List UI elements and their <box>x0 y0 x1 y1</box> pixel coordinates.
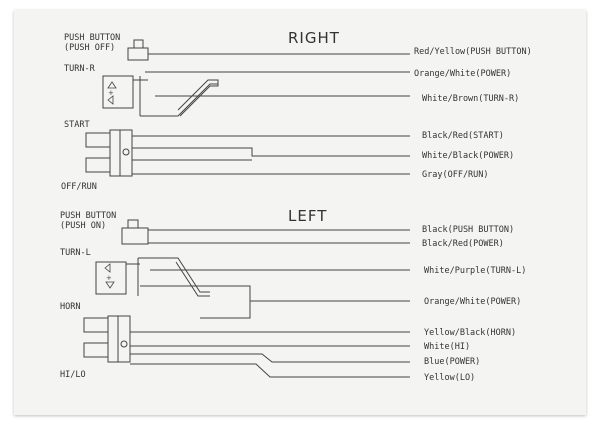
wire-label-right-5: White/Black(POWER) <box>422 151 515 161</box>
wire-label-left-4: Orange/White(POWER) <box>424 297 522 307</box>
wire-label-right-3: White/Brown(TURN-R) <box>422 94 520 104</box>
label-off-run: OFF/RUN <box>61 182 97 192</box>
push-off-button-cap <box>133 39 144 49</box>
svg-text:+: + <box>106 274 112 282</box>
svg-text:+: + <box>108 89 114 97</box>
wire-label-left-2: Black/Red(POWER) <box>422 239 504 249</box>
turn-l-switch-body <box>95 261 127 295</box>
push-off-button-body <box>127 47 149 61</box>
turn-r-switch-body <box>102 75 134 109</box>
label-push-on: PUSH BUTTON (PUSH ON) <box>60 211 117 231</box>
label-turn-l: TURN-L <box>60 248 91 258</box>
label-start: START <box>64 120 90 130</box>
wire-label-left-5: Yellow/Black(HORN) <box>424 328 517 338</box>
push-on-button-body <box>121 227 149 245</box>
label-push-off: PUSH BUTTON (PUSH OFF) <box>64 33 121 53</box>
wire-label-right-1: Red/Yellow(PUSH BUTTON) <box>414 47 532 57</box>
paper-sheet <box>14 10 586 415</box>
push-on-button-cap <box>127 219 139 229</box>
label-hi-lo: HI/LO <box>60 370 86 380</box>
label-horn: HORN <box>60 302 81 312</box>
left-section-title: LEFT <box>288 207 328 225</box>
wire-label-left-3: White/Purple(TURN-L) <box>424 266 527 276</box>
wire-label-right-4: Black/Red(START) <box>422 131 504 141</box>
wire-label-left-6: White(HI) <box>424 342 471 352</box>
wire-label-right-2: Orange/White(POWER) <box>414 69 512 79</box>
right-section-title: RIGHT <box>288 29 340 47</box>
wire-label-left-8: Yellow(LO) <box>424 373 476 383</box>
wire-label-left-1: Black(PUSH BUTTON) <box>422 225 515 235</box>
label-turn-r: TURN-R <box>64 64 95 74</box>
start-switch-top <box>85 132 111 148</box>
horn-switch-top <box>83 317 109 333</box>
off-run-switch-bottom <box>85 157 111 173</box>
wire-label-left-7: Blue(POWER) <box>424 357 481 367</box>
hi-lo-switch-bottom <box>83 342 109 358</box>
wire-label-right-6: Gray(OFF/RUN) <box>422 170 489 180</box>
